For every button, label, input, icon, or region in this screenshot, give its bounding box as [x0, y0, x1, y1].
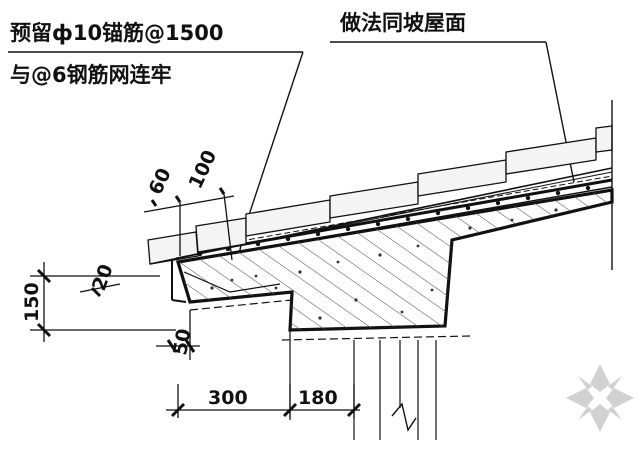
roof-note: 做法同坡屋面	[339, 11, 466, 35]
dimension-lines	[30, 187, 362, 418]
dim-60: 60	[145, 165, 176, 198]
dim-300: 300	[208, 387, 248, 409]
lower-structure	[189, 299, 471, 440]
dim-150: 150	[21, 282, 43, 322]
dim-180: 180	[298, 387, 338, 409]
cross-diamond-watermark-icon	[566, 364, 634, 432]
dim-50: 50	[169, 327, 195, 357]
dim-20: 20	[88, 261, 118, 293]
anchor-note-line1: 预留ф10锚筋@1500	[10, 21, 224, 45]
roof-tiles	[147, 125, 613, 265]
aggregate-marks	[210, 208, 558, 320]
dim-100: 100	[185, 147, 222, 192]
right-wall	[451, 100, 613, 270]
anchor-note-line2: 与@6钢筋网连牢	[10, 63, 172, 87]
